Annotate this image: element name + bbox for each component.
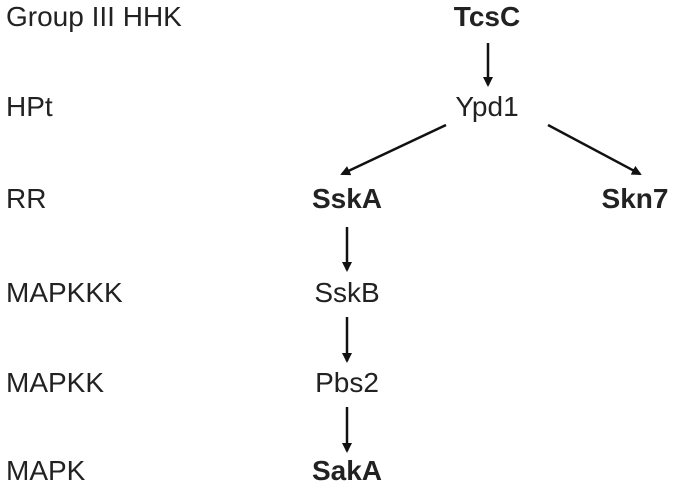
node-skn7: Skn7 bbox=[601, 183, 669, 214]
node-sskb: SskB bbox=[314, 277, 380, 308]
arrow-ypd1-to-sska bbox=[340, 123, 447, 176]
level-label-mapkk: MAPKK bbox=[6, 367, 105, 398]
node-saka: SakA bbox=[311, 455, 383, 486]
level-label-group-iii-hhk: Group III HHK bbox=[6, 1, 182, 32]
node-sska: SskA bbox=[311, 183, 383, 214]
level-label-hpt: HPt bbox=[6, 91, 53, 122]
node-ypd1: Ypd1 bbox=[455, 91, 519, 122]
level-label-rr: RR bbox=[6, 183, 47, 214]
level-label-mapkkk: MAPKKK bbox=[6, 277, 123, 308]
node-pbs2: Pbs2 bbox=[315, 367, 379, 398]
node-tcsc: TcsC bbox=[453, 1, 521, 32]
arrow-ypd1-to-skn7 bbox=[547, 123, 642, 176]
level-label-mapk: MAPK bbox=[6, 455, 86, 486]
